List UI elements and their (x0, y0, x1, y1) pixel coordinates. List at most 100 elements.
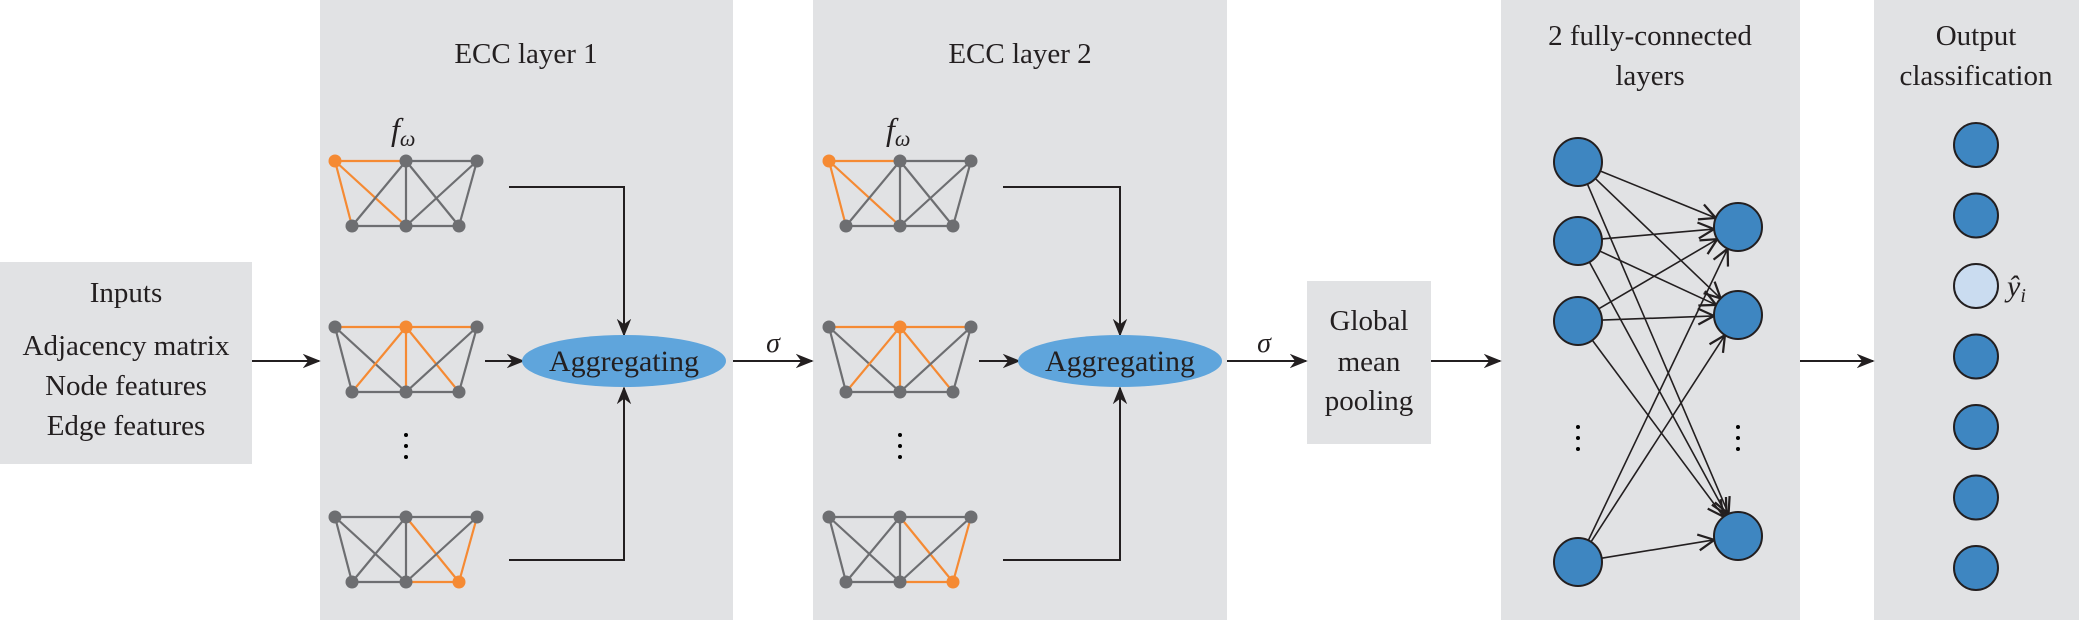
graph-edge (334, 326, 407, 393)
graph-edge (828, 516, 901, 583)
fc-layer2-neuron (1713, 202, 1763, 252)
graph-edge (899, 326, 972, 393)
graph-node (893, 510, 907, 524)
ecc-layer-1 (328, 154, 632, 589)
highlighted-edge (457, 516, 479, 583)
sigma-label-2: σ (1257, 328, 1272, 359)
output-panel (1874, 0, 2079, 620)
pooling-line-1: Global (1330, 305, 1409, 337)
graph-1 (328, 320, 484, 399)
graph-edge (351, 516, 407, 583)
fc-connection (1599, 170, 1716, 218)
highlighted-edge (828, 160, 901, 227)
graph-edge (333, 516, 354, 583)
highlighted-edge (334, 160, 407, 227)
yhat-subscript: i (2020, 285, 2026, 307)
graph-edge (405, 160, 460, 227)
fc-connection (1598, 239, 1718, 310)
output-node (1953, 122, 1999, 168)
fc-layer2-neuron (1713, 290, 1763, 340)
graph-edge (405, 516, 478, 583)
output-node (1953, 545, 1999, 591)
graph-node (822, 320, 836, 334)
graph-edge (405, 326, 478, 393)
fc-connection (1587, 249, 1727, 541)
fc-ellipsis-dot (1736, 447, 1740, 451)
ecc-layer-1-title: ECC layer 1 (454, 38, 597, 70)
inputs-line-edge-features: Edge features (47, 410, 206, 442)
output-node (1953, 404, 1999, 450)
graph-0 (328, 154, 484, 233)
ellipsis-dot (898, 455, 902, 459)
graph-node (839, 385, 853, 399)
graph-node (328, 510, 342, 524)
fc-connection (1601, 540, 1715, 559)
output-title-line-2: classification (1899, 60, 2053, 92)
graph-edge (827, 516, 848, 583)
graph-node (470, 154, 484, 168)
graph-2 (822, 510, 978, 589)
graph-node (893, 385, 907, 399)
graph-node (399, 219, 413, 233)
graph-node (399, 154, 413, 168)
graph-node (452, 219, 466, 233)
graph-node (399, 385, 413, 399)
graph-node (345, 575, 359, 589)
highlighted-edge (351, 326, 407, 393)
output-title-line-1: Output (1936, 20, 2017, 52)
highlighted-edge (951, 516, 973, 583)
ellipsis-dot (404, 444, 408, 448)
graph-edge (899, 160, 954, 227)
ecc-layer-2-panel (813, 0, 1227, 620)
highlighted-node (822, 154, 836, 168)
arrow-bottom-to-aggregating (509, 386, 632, 561)
highlighted-node (946, 575, 960, 589)
output-nodes (1953, 122, 1999, 591)
graph-node (893, 219, 907, 233)
graph-edge (333, 326, 354, 393)
graph-node (893, 575, 907, 589)
highlighted-node (452, 575, 466, 589)
graph-node (822, 510, 836, 524)
inputs-panel (0, 262, 252, 464)
ellipsis-dot (404, 433, 408, 437)
aggregating-label-2: Aggregating (1045, 345, 1195, 378)
fc-connection (1586, 183, 1728, 514)
fc-connection (1588, 261, 1726, 515)
fc-ellipsis-dot (1576, 425, 1580, 429)
highlighted-edge (827, 160, 848, 227)
fc-layer1-neuron (1553, 537, 1603, 587)
pooling-panel (1307, 281, 1431, 444)
arrow-bottom-to-aggregating (1003, 386, 1128, 561)
output-node (1953, 192, 1999, 239)
graph-edge (899, 516, 972, 583)
filter-omega-2: ω (895, 126, 911, 151)
output-node (1953, 474, 1999, 521)
graph-node (964, 154, 978, 168)
graph-edge (828, 326, 901, 393)
graph-edge (405, 160, 478, 227)
graph-edge (899, 160, 972, 227)
graph-node (399, 510, 413, 524)
filter-omega-1: ω (400, 126, 416, 151)
graph-node (470, 510, 484, 524)
fc-connection (1601, 229, 1714, 240)
aggregating-node-1 (522, 335, 726, 387)
graph-edge (845, 160, 901, 227)
graph-edge (951, 326, 973, 393)
highlighted-edge (405, 326, 460, 393)
ecc-layer-1-panel (320, 0, 733, 620)
graph-2 (328, 510, 484, 589)
ellipsis-dot (404, 455, 408, 459)
fc-ellipsis-dot (1576, 447, 1580, 451)
graph-edge (457, 160, 479, 227)
graph-edge (457, 326, 479, 393)
output-node (1953, 333, 1999, 380)
fc-connection (1599, 250, 1716, 305)
fc-ellipsis-dot (1736, 436, 1740, 440)
highlighted-edge (899, 516, 954, 583)
graph-edge (334, 516, 407, 583)
graph-edge (845, 516, 901, 583)
graph-node (893, 154, 907, 168)
aggregating-label-1: Aggregating (549, 345, 699, 378)
